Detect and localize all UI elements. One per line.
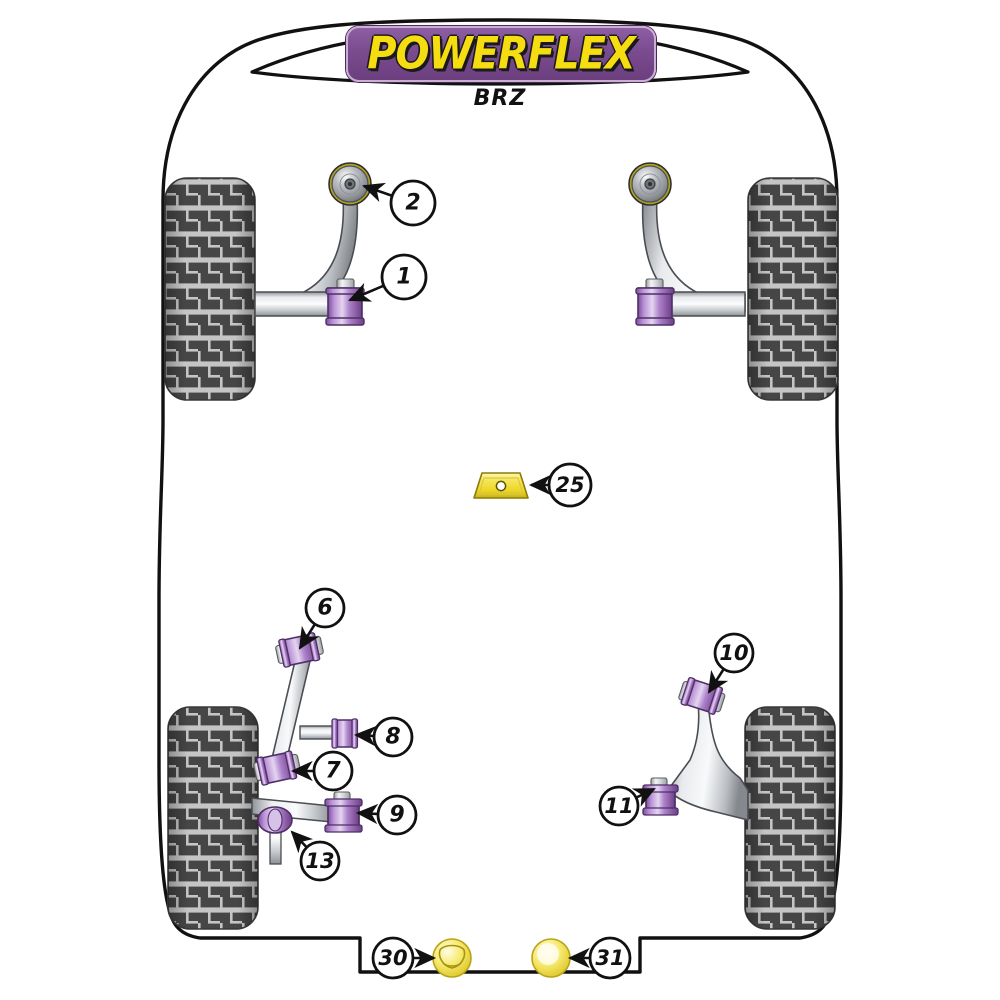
callout-circle-10[interactable] — [713, 632, 755, 674]
callout-leader-10 — [707, 669, 729, 694]
callout-number-7: 7 — [325, 759, 341, 784]
callout-number-13: 13 — [305, 849, 334, 873]
callout-number-25: 25 — [555, 473, 584, 497]
callout-31[interactable]: 31 — [567, 936, 632, 980]
front-right-bush-1 — [635, 278, 675, 326]
callout-6[interactable]: 6 — [298, 587, 346, 650]
exhaust-mount-30 — [432, 938, 472, 978]
callout-9[interactable]: 9 — [355, 794, 418, 836]
rear-left-wheel — [167, 706, 259, 930]
callout-30[interactable]: 30 — [371, 936, 437, 980]
rear-left-toe-link — [299, 725, 337, 740]
callout-number-10: 10 — [719, 641, 748, 665]
callout-13[interactable]: 13 — [290, 830, 341, 882]
callout-8[interactable]: 8 — [353, 716, 414, 758]
callout-circle-6[interactable] — [304, 587, 346, 629]
callout-circle-25[interactable] — [547, 462, 593, 508]
callout-circle-30[interactable] — [371, 936, 415, 980]
callout-circle-11[interactable] — [598, 785, 640, 827]
rear-right-wishbone — [667, 701, 749, 821]
callout-leader-13 — [290, 830, 314, 854]
front-left-wheel — [164, 177, 256, 401]
callout-7[interactable]: 7 — [290, 750, 354, 792]
callout-circle-9[interactable] — [376, 794, 418, 836]
callout-number-11: 11 — [604, 794, 633, 818]
callout-leader-11 — [631, 787, 656, 807]
front-left-bush-2 — [328, 162, 372, 206]
callout-leader-8 — [353, 725, 377, 747]
callout-circle-7[interactable] — [312, 750, 354, 792]
callout-circle-2[interactable] — [389, 179, 437, 227]
rear-left-bush-8 — [331, 718, 359, 749]
logo-text: POWERFLEX — [367, 28, 636, 80]
callout-number-1: 1 — [396, 265, 411, 290]
callout-number-9: 9 — [389, 803, 404, 828]
front-right-bush-2 — [628, 162, 672, 206]
powerflex-logo: POWERFLEX — [346, 26, 656, 82]
callout-leader-9 — [355, 803, 379, 825]
callout-number-6: 6 — [317, 596, 332, 621]
logo-plate — [346, 26, 656, 82]
callout-circle-31[interactable] — [588, 936, 632, 980]
callout-number-8: 8 — [385, 725, 400, 750]
callout-leader-2 — [362, 182, 392, 203]
callout-circle-8[interactable] — [372, 716, 414, 758]
callout-circle-13[interactable] — [299, 840, 341, 882]
callout-number-2: 2 — [405, 191, 420, 216]
callout-circle-1[interactable] — [380, 253, 428, 301]
front-right-wheel — [747, 177, 839, 401]
callout-10[interactable]: 10 — [707, 632, 755, 694]
model-name: BRZ — [473, 86, 527, 111]
callout-leader-1 — [348, 282, 384, 302]
rear-right-wheel — [744, 706, 836, 930]
exhaust-mount-31 — [531, 938, 571, 978]
callout-layer: 1 2 6 7 8 9 10 11 13 25 30 31 — [290, 179, 755, 980]
callout-25[interactable]: 25 — [528, 462, 593, 508]
callout-11[interactable]: 11 — [598, 785, 656, 827]
callout-number-31: 31 — [595, 946, 624, 970]
gearbox-mount-25 — [473, 472, 529, 499]
callout-1[interactable]: 1 — [348, 253, 428, 302]
callout-number-30: 30 — [378, 946, 407, 970]
rear-left-bush-13 — [257, 806, 293, 865]
callout-2[interactable]: 2 — [362, 179, 437, 227]
callout-leader-6 — [298, 624, 320, 650]
